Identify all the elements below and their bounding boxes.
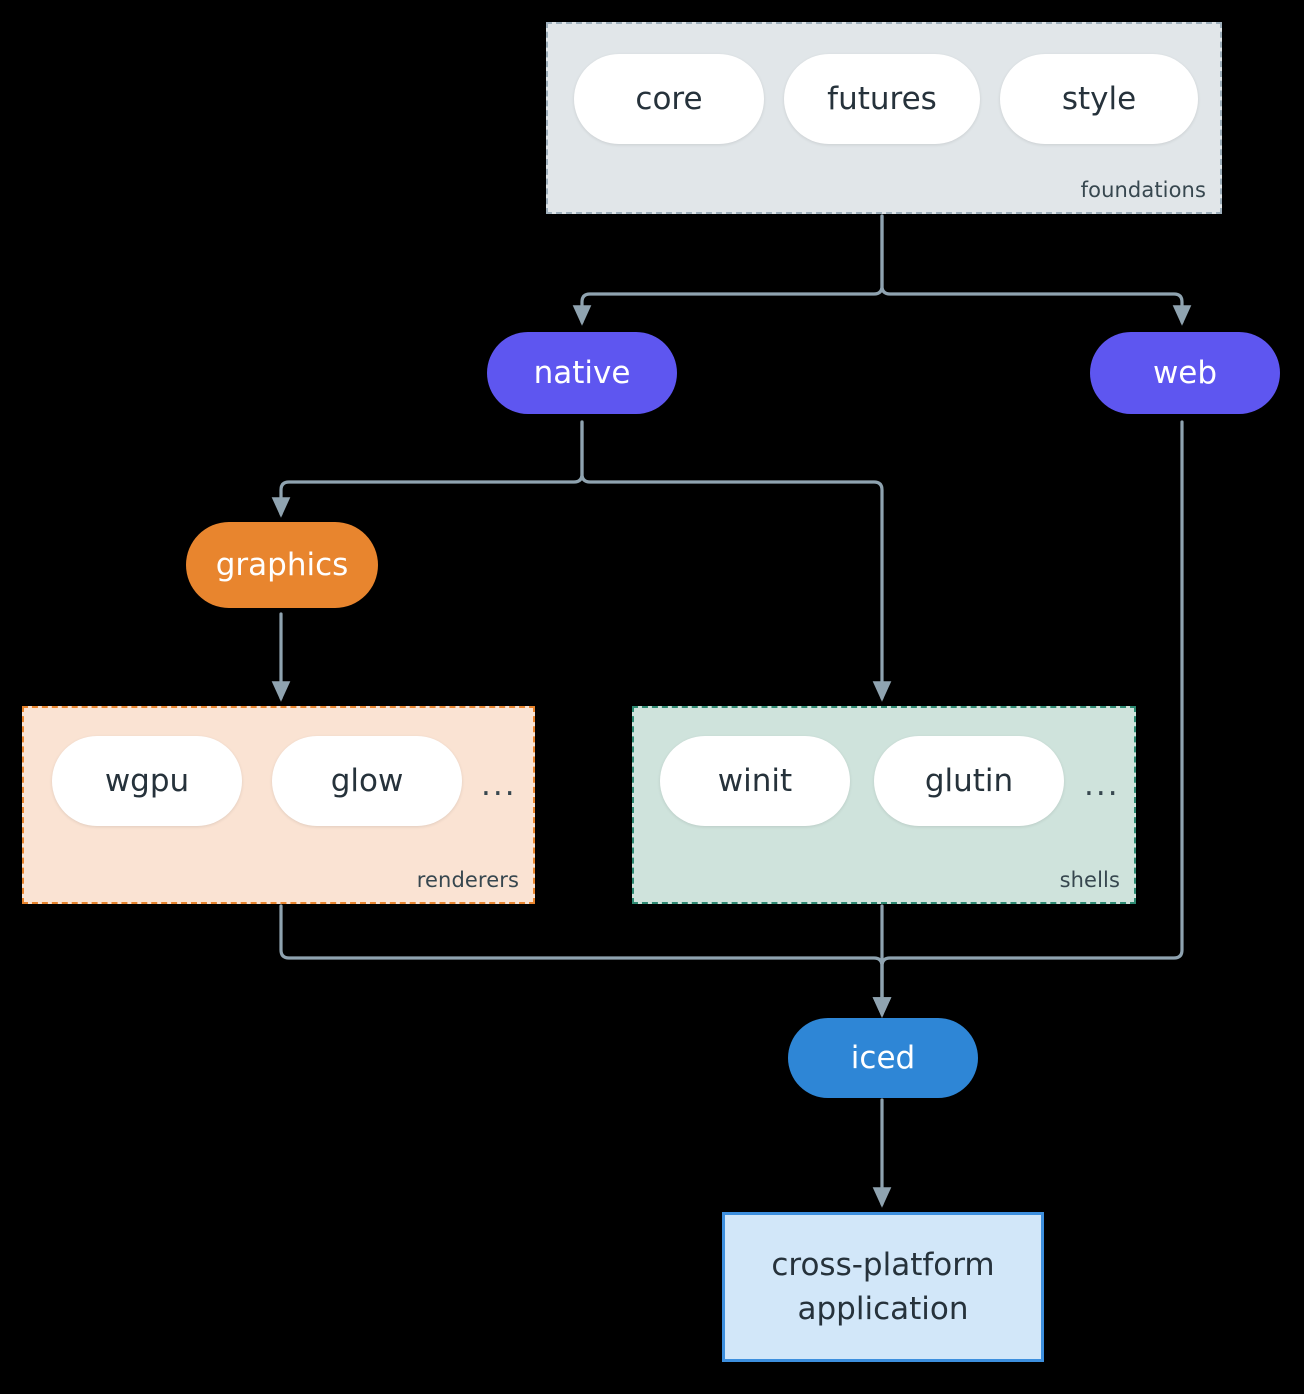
pill-glutin[interactable]: glutin (874, 736, 1064, 826)
pill-futures[interactable]: futures (784, 54, 980, 144)
application-label-line2: application (797, 1291, 969, 1327)
pill-wgpu-label: wgpu (104, 763, 190, 799)
cluster-foundations: core futures style foundations (546, 22, 1222, 214)
pill-core[interactable]: core (574, 54, 764, 144)
shells-more-ellipsis: ... (1084, 767, 1120, 803)
node-graphics[interactable]: graphics (186, 522, 378, 608)
node-cross-platform-application[interactable]: cross-platform application (722, 1212, 1044, 1362)
node-graphics-label: graphics (215, 547, 349, 583)
node-web-label: web (1152, 355, 1218, 391)
edge-native-to-graphics (271, 420, 584, 518)
pill-futures-label: futures (827, 81, 937, 117)
node-web[interactable]: web (1090, 332, 1280, 414)
edge-native-to-shells (580, 420, 892, 702)
pill-glutin-label: glutin (924, 763, 1014, 799)
edge-foundations-to-native (572, 214, 884, 326)
pill-wgpu[interactable]: wgpu (52, 736, 242, 826)
cluster-shells-label: shells (1059, 868, 1120, 892)
pill-winit[interactable]: winit (660, 736, 850, 826)
pill-glow-label: glow (330, 763, 404, 799)
node-iced[interactable]: iced (788, 1018, 978, 1098)
pill-style[interactable]: style (1000, 54, 1198, 144)
cluster-renderers-label: renderers (416, 868, 519, 892)
edge-foundations-to-web (880, 214, 1192, 326)
cluster-renderers: wgpu glow ... renderers (22, 706, 535, 904)
application-label-line1: cross-platform (771, 1246, 995, 1283)
renderers-more-ellipsis: ... (481, 767, 517, 803)
pill-glow[interactable]: glow (272, 736, 462, 826)
cluster-shells: winit glutin ... shells (632, 706, 1136, 904)
pill-style-label: style (1061, 81, 1137, 117)
pill-winit-label: winit (717, 763, 793, 799)
pill-core-label: core (635, 81, 703, 117)
node-iced-label: iced (850, 1040, 916, 1076)
node-native-label: native (533, 355, 631, 391)
cluster-foundations-label: foundations (1080, 178, 1206, 202)
node-native[interactable]: native (487, 332, 677, 414)
edge-renderers-to-iced (279, 904, 892, 1018)
